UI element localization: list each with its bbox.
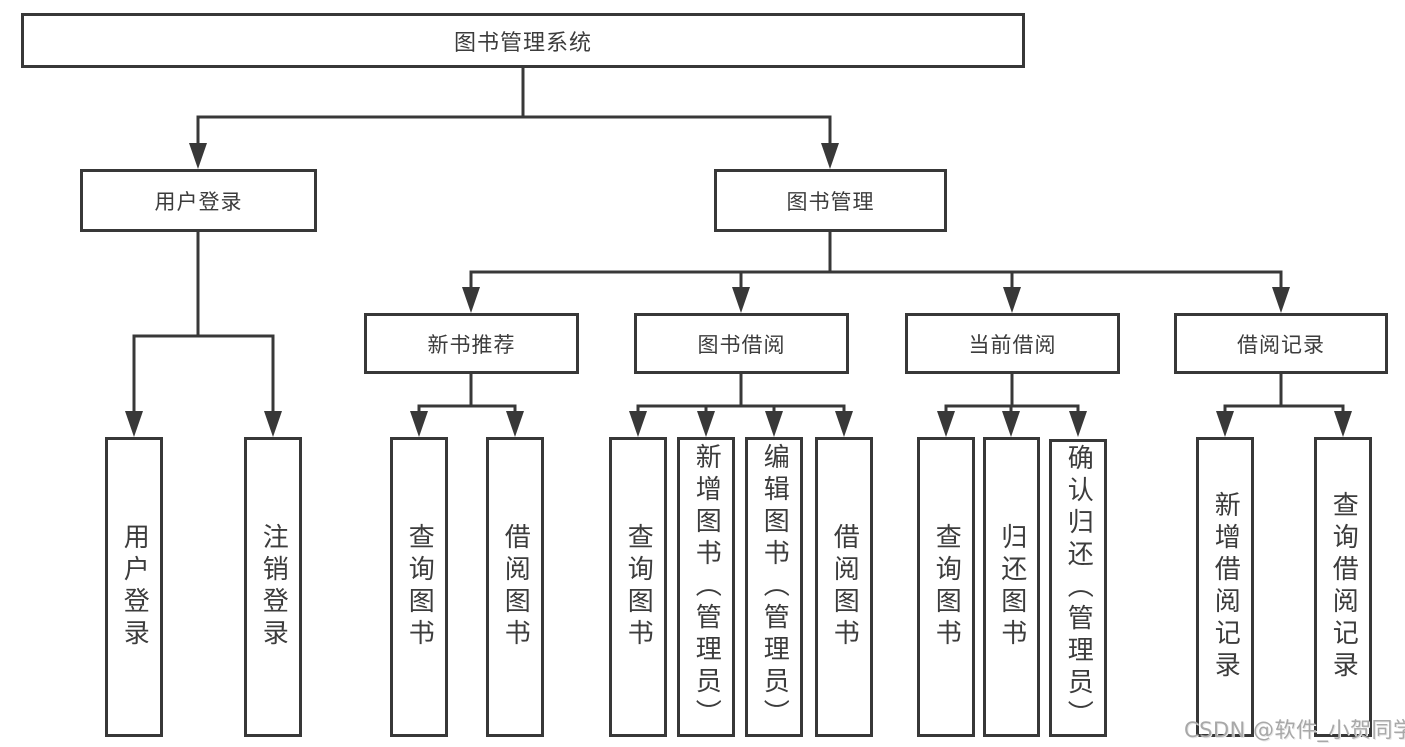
node-user-login: 用户登录 bbox=[80, 169, 317, 232]
node-book-management: 图书管理 bbox=[714, 169, 947, 232]
leaf-add-borrow-record-label: 新增借阅记录 bbox=[1210, 491, 1241, 683]
node-library-management-system: 图书管理系统 bbox=[21, 13, 1025, 68]
node-book-borrow: 图书借阅 bbox=[634, 313, 849, 374]
node-borrow-records-label: 借阅记录 bbox=[1237, 332, 1325, 357]
leaf-query-books-current-label: 查询图书 bbox=[931, 523, 962, 651]
leaf-query-books-borrow-label: 查询图书 bbox=[623, 523, 654, 651]
leaf-confirm-return-admin-label: 确认归还（管理员） bbox=[1063, 444, 1094, 732]
node-new-book-recommend-label: 新书推荐 bbox=[427, 332, 516, 357]
leaf-add-book-admin: 新增图书（管理员） bbox=[677, 437, 735, 737]
leaf-query-borrow-record-label: 查询借阅记录 bbox=[1328, 491, 1359, 683]
leaf-borrow-books-borrow: 借阅图书 bbox=[815, 437, 873, 737]
leaf-query-books-recommend-label: 查询图书 bbox=[404, 523, 435, 651]
leaf-user-login-label: 用户登录 bbox=[119, 523, 150, 651]
leaf-confirm-return-admin: 确认归还（管理员） bbox=[1049, 439, 1107, 737]
leaf-user-login: 用户登录 bbox=[105, 437, 163, 737]
leaf-borrow-books-recommend-label: 借阅图书 bbox=[500, 523, 531, 651]
leaf-query-books-borrow: 查询图书 bbox=[609, 437, 667, 737]
leaf-query-books-current: 查询图书 bbox=[917, 437, 975, 737]
leaf-borrow-books-recommend: 借阅图书 bbox=[486, 437, 544, 737]
node-book-borrow-label: 图书借阅 bbox=[697, 332, 786, 357]
leaf-edit-book-admin: 编辑图书（管理员） bbox=[745, 437, 803, 737]
node-borrow-records: 借阅记录 bbox=[1174, 313, 1388, 374]
node-user-login-label: 用户登录 bbox=[154, 189, 243, 214]
node-book-management-label: 图书管理 bbox=[786, 189, 875, 214]
leaf-borrow-books-borrow-label: 借阅图书 bbox=[829, 523, 860, 651]
leaf-query-books-recommend: 查询图书 bbox=[390, 437, 448, 737]
node-current-borrow-label: 当前借阅 bbox=[968, 332, 1057, 357]
leaf-query-borrow-record: 查询借阅记录 bbox=[1314, 437, 1372, 737]
leaf-add-borrow-record: 新增借阅记录 bbox=[1196, 437, 1254, 737]
leaf-return-books: 归还图书 bbox=[983, 437, 1040, 737]
leaf-return-books-label: 归还图书 bbox=[996, 523, 1027, 651]
node-new-book-recommend: 新书推荐 bbox=[364, 313, 579, 374]
node-library-management-system-label: 图书管理系统 bbox=[453, 30, 592, 56]
leaf-logout: 注销登录 bbox=[244, 437, 302, 737]
csdn-watermark: CSDN @软件_小贺同学 bbox=[1184, 718, 1405, 742]
node-current-borrow: 当前借阅 bbox=[905, 313, 1120, 374]
leaf-edit-book-admin-label: 编辑图书（管理员） bbox=[759, 443, 790, 731]
leaf-add-book-admin-label: 新增图书（管理员） bbox=[691, 443, 722, 731]
leaf-logout-label: 注销登录 bbox=[258, 523, 289, 651]
